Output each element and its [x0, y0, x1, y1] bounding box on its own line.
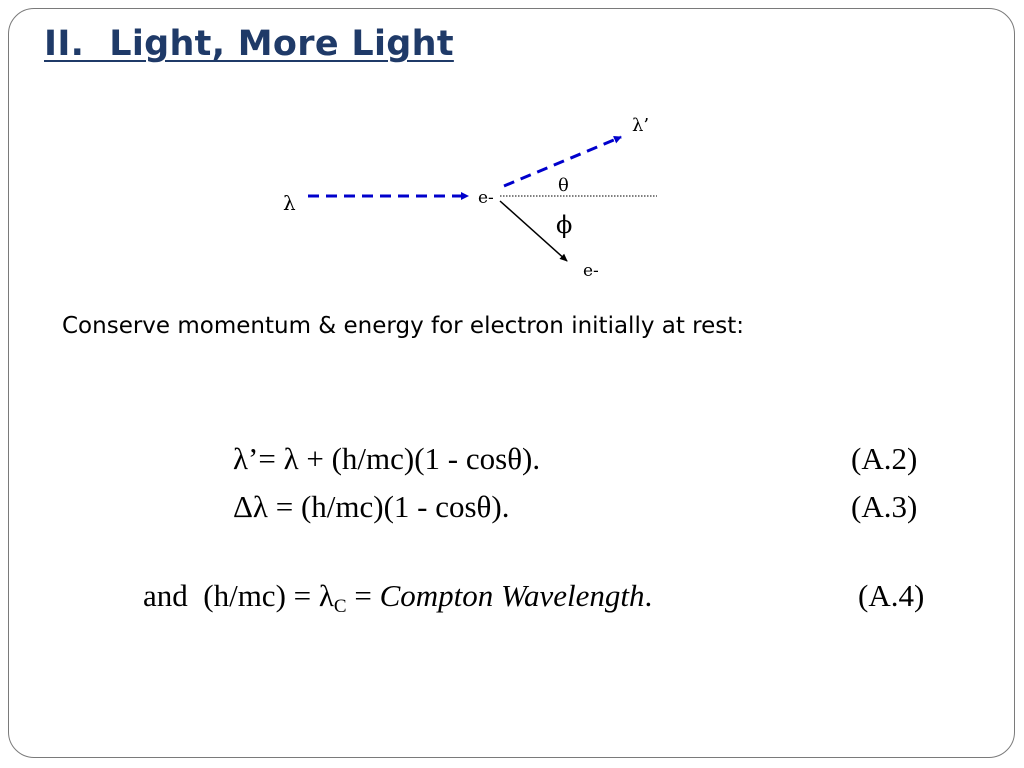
equation-a2-number: (A.2) — [851, 441, 918, 476]
equation-a4-number: (A.4) — [858, 578, 925, 613]
scattered-photon-arrow — [503, 135, 622, 188]
equation-a4: and (h/mc) = λC = Compton Wavelength. — [143, 578, 652, 618]
compton-wavelength-term: Compton Wavelength — [379, 578, 645, 613]
slide-frame — [8, 8, 1015, 758]
electron-label: e- — [478, 188, 494, 208]
equation-a2: λ’= λ + (h/mc)(1 - cosθ). — [233, 441, 541, 476]
recoil-electron-arrow — [499, 200, 568, 262]
slide-title: II. Light, More Light — [44, 24, 454, 64]
equation-a3: Δλ = (h/mc)(1 - cosθ). — [233, 489, 510, 524]
scattered-wavelength-label: λ’ — [632, 115, 649, 136]
equation-a4-subscript: C — [333, 596, 347, 617]
phi-angle-label: ϕ — [556, 211, 572, 239]
equation-a4-equals: = — [346, 578, 380, 613]
theta-angle-label: θ — [558, 175, 569, 196]
equation-a4-prefix: and (h/mc) = λ — [143, 578, 334, 613]
incoming-wavelength-label: λ — [283, 191, 296, 215]
recoil-electron-label: e- — [583, 261, 599, 281]
body-text: Conserve momentum & energy for electron … — [62, 313, 745, 339]
equation-a3-number: (A.3) — [851, 489, 918, 524]
equation-a4-period: . — [644, 578, 653, 613]
